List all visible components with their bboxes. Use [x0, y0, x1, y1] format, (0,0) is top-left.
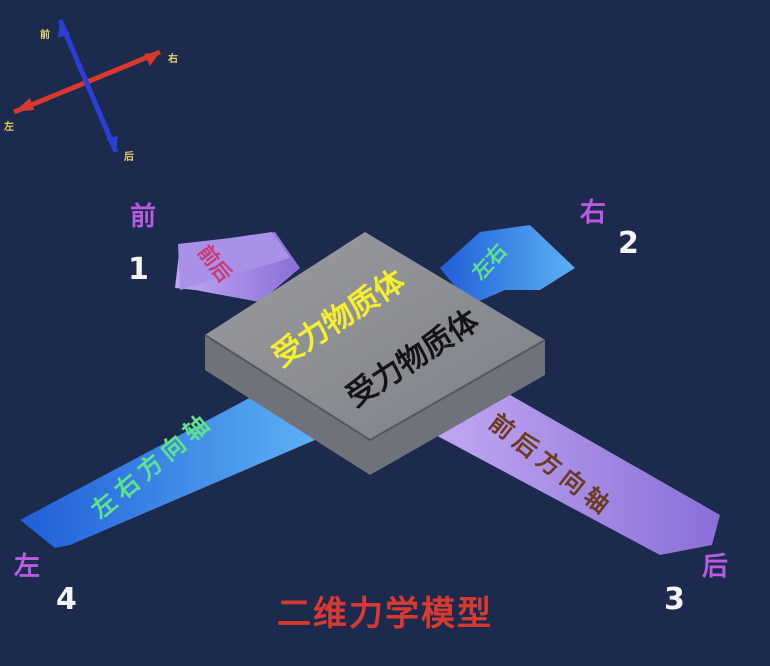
right-arrow [440, 225, 575, 305]
left-number: 4 [56, 582, 77, 617]
inset-right-label: 右 [168, 54, 178, 65]
orientation-inset [0, 0, 236, 176]
back-number: 3 [664, 582, 685, 617]
back-direction-label: 后 [702, 552, 729, 582]
left-axis-arrow [20, 395, 315, 548]
inset-left-label: 左 [4, 122, 14, 133]
front-arrow-head [178, 232, 290, 290]
front-direction-label: 前 [130, 202, 157, 232]
back-axis-arrow [430, 392, 720, 555]
diagram-caption: 二维力学模型 [277, 594, 493, 634]
inset-back-label: 后 [124, 152, 134, 163]
right-number: 2 [618, 226, 639, 261]
block-side [205, 335, 545, 475]
inset-front-label: 前 [40, 30, 50, 41]
front-number: 1 [128, 252, 149, 287]
right-direction-label: 右 [580, 198, 607, 228]
left-direction-label: 左 [14, 552, 41, 582]
inset-blue-axis [57, 19, 119, 153]
